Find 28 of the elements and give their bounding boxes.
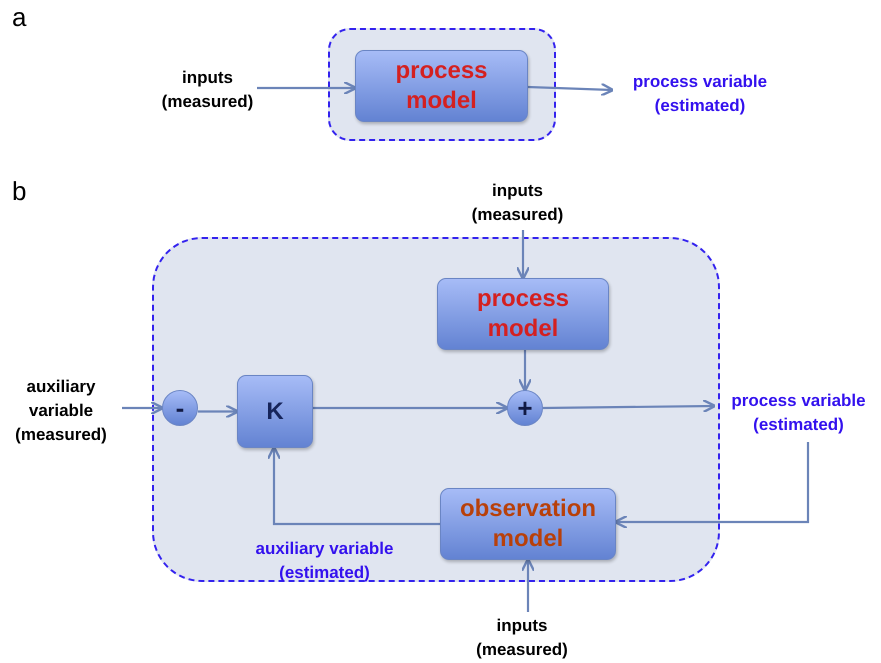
- arrow: [528, 82, 614, 97]
- process-box: observation model: [440, 488, 616, 560]
- arrow: [520, 558, 536, 612]
- arrow: [257, 80, 358, 96]
- panel-letter: a: [12, 2, 26, 33]
- node-text: auxiliary variable (measured): [0, 372, 122, 450]
- arrow: [542, 398, 716, 414]
- arrow: [518, 350, 532, 392]
- summing-junction: -: [162, 390, 198, 426]
- node-text: inputs (measured): [455, 175, 580, 230]
- arrow: [313, 400, 510, 416]
- node-text: inputs (measured): [150, 62, 265, 117]
- arrow: [516, 230, 530, 280]
- arrow: [122, 400, 164, 416]
- process-box: process model: [437, 278, 609, 350]
- arrow: [198, 404, 240, 419]
- node-text: process variable (estimated): [716, 385, 881, 440]
- process-box: K: [237, 375, 313, 448]
- node-text: inputs (measured): [462, 612, 582, 663]
- process-box: process model: [355, 50, 528, 122]
- panel-letter: b: [12, 176, 26, 207]
- node-text: process variable (estimated): [610, 66, 790, 121]
- dashed-group-box: [152, 237, 720, 582]
- arrow: [614, 442, 810, 530]
- dashed-group-box: [328, 28, 556, 141]
- arrow: [266, 446, 440, 526]
- note-text: auxiliary variable (estimated): [254, 538, 394, 584]
- summing-junction: +: [507, 390, 543, 426]
